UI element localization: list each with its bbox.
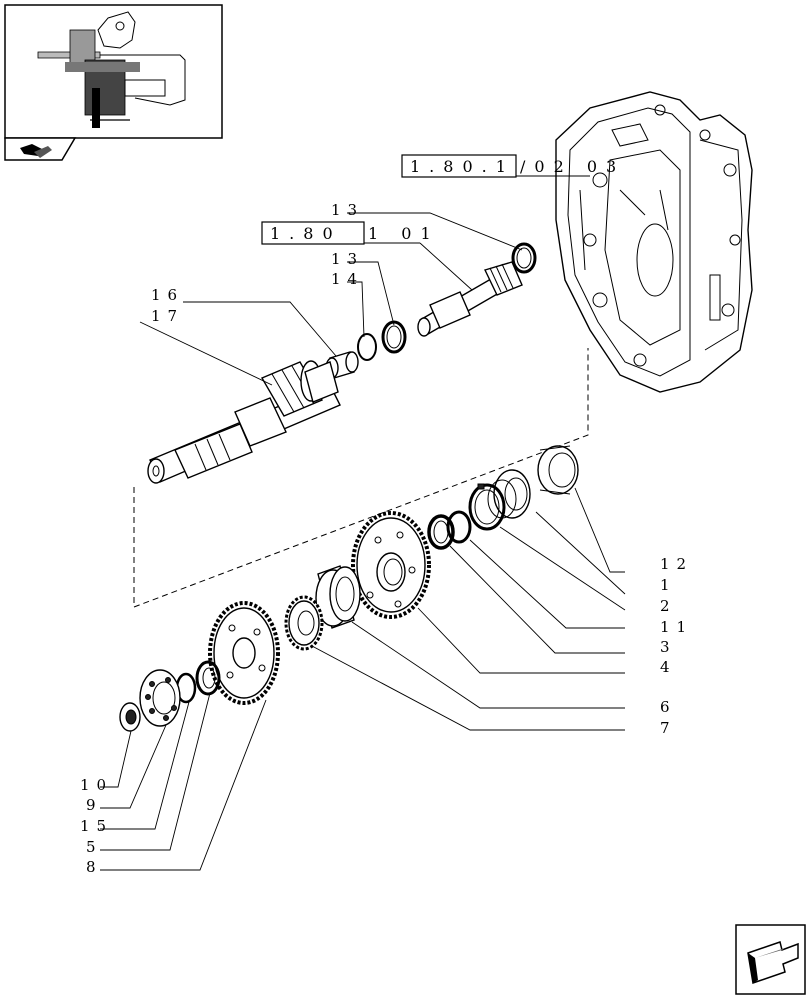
gear-7 [284,595,324,651]
callout-12[interactable]: 12 [660,555,693,573]
callout-1[interactable]: 1 [660,576,677,594]
callout-16[interactable]: 16 [151,286,184,304]
snap-ring-13-lower [381,320,407,354]
callout-9[interactable]: 9 [86,796,103,814]
bearing-12 [537,445,579,495]
gear-4 [351,511,431,619]
coupler-6 [315,565,361,629]
reference-box-1-suffix: /02 03 [520,157,625,176]
reference-box-1-text: 1.80.1 [410,157,515,176]
ring-11 [446,510,472,544]
reference-box-2[interactable]: 1.80 1 01 [261,221,440,245]
bearing-cone-10 [119,702,141,732]
bearing-9 [139,669,181,727]
book-tab-icon[interactable] [4,137,77,161]
assembly-thumbnail-icon[interactable] [4,4,223,139]
callout-3[interactable]: 3 [660,638,677,656]
reference-box-1[interactable]: 1.80.1 /02 03 [401,154,625,178]
callout-6[interactable]: 6 [660,698,677,716]
callout-15[interactable]: 15 [80,817,113,835]
callout-10[interactable]: 10 [80,776,113,794]
dashed-assembly-frame [133,348,589,608]
gear-8 [208,601,280,705]
main-shaft-17 [139,321,341,484]
callout-labels: 13 13 14 16 17 12 1 2 11 3 4 6 7 10 9 15… [80,201,693,876]
ring-14 [357,333,377,361]
callout-7[interactable]: 7 [660,719,677,737]
snap-ring-13-upper [511,242,537,274]
callout-13-lower[interactable]: 13 [331,250,364,268]
callout-5[interactable]: 5 [86,838,103,856]
callout-13-upper[interactable]: 13 [331,201,364,219]
input-shaft [417,242,523,337]
next-page-arrow-icon[interactable] [735,924,806,995]
callout-11[interactable]: 11 [660,618,693,636]
washer-5 [195,660,221,696]
transmission-housing [555,91,753,393]
callout-17[interactable]: 17 [151,307,184,325]
callout-2[interactable]: 2 [660,597,677,615]
callout-14[interactable]: 14 [331,270,364,288]
leader-lines [100,212,626,871]
callout-8[interactable]: 8 [86,858,103,876]
callout-4[interactable]: 4 [660,658,677,676]
washer-3 [427,514,455,550]
reference-box-2-text: 1.80 [270,224,342,243]
snap-ring-2 [468,483,506,531]
reference-box-2-suffix: 1 01 [368,224,440,243]
